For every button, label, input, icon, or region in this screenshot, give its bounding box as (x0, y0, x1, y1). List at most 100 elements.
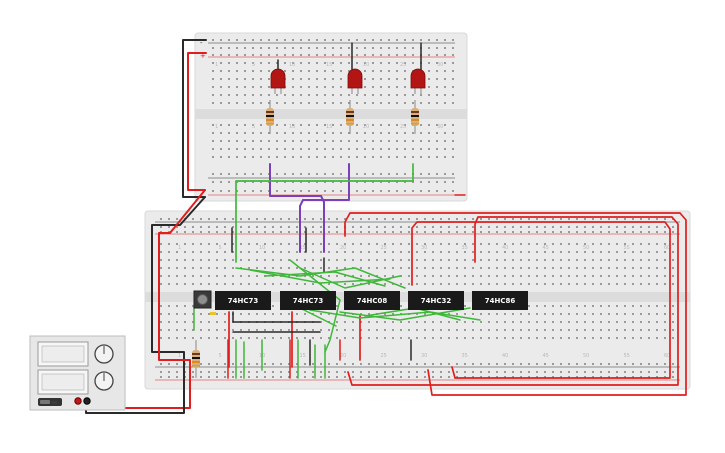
current-knob[interactable] (94, 371, 114, 391)
breadboard-hole (504, 283, 506, 285)
breadboard-hole (332, 190, 334, 192)
breadboard-hole (496, 313, 498, 315)
power-supply[interactable]: ON (29, 335, 126, 411)
breadboard-hole (328, 226, 330, 228)
resistor-2[interactable] (346, 100, 354, 134)
breadboard-hole (392, 259, 394, 261)
breadboard-hole (336, 371, 338, 373)
breadboard-hole (392, 243, 394, 245)
breadboard-hole (276, 54, 278, 56)
breadboard-hole (664, 231, 666, 233)
breadboard-hole (576, 243, 578, 245)
breadboard-hole (544, 313, 546, 315)
breadboard-hole (496, 371, 498, 373)
breadboard-hole (452, 47, 454, 49)
breadboard-hole (648, 283, 650, 285)
chip-74hc08[interactable]: 74HC08 (344, 291, 400, 310)
breadboard-hole (176, 329, 178, 331)
breadboard-hole (520, 313, 522, 315)
breadboard-hole (544, 321, 546, 323)
top-rail-minus-sign: - (200, 39, 203, 47)
breadboard-hole (212, 62, 214, 64)
breadboard-hole (268, 156, 270, 158)
breadboard-hole (504, 226, 506, 228)
positive-terminal[interactable] (74, 397, 82, 405)
breadboard-hole (640, 251, 642, 253)
breadboard-hole (380, 62, 382, 64)
breadboard-hole (228, 39, 230, 41)
breadboard-hole (344, 321, 346, 323)
breadboard-hole (584, 218, 586, 220)
breadboard-hole (560, 259, 562, 261)
breadboard-hole (332, 140, 334, 142)
breadboard-hole (428, 94, 430, 96)
breadboard-hole (552, 313, 554, 315)
breadboard-hole (576, 305, 578, 307)
breadboard-hole (288, 259, 290, 261)
breadboard-hole (440, 267, 442, 269)
breadboard-hole (368, 267, 370, 269)
breadboard-hole (672, 321, 674, 323)
breadboard-hole (584, 313, 586, 315)
breadboard-hole (656, 243, 658, 245)
breadboard-hole (324, 181, 326, 183)
breadboard-hole (568, 283, 570, 285)
breadboard-hole (608, 329, 610, 331)
breadboard-hole (452, 62, 454, 64)
breadboard-hole (440, 259, 442, 261)
breadboard-hole (332, 148, 334, 150)
voltage-knob[interactable] (94, 344, 114, 364)
breadboard-hole (632, 243, 634, 245)
breadboard-hole (448, 218, 450, 220)
chip-74hc73-2[interactable]: 74HC73 (280, 291, 336, 310)
resistor-3[interactable] (411, 100, 419, 134)
breadboard-hole (212, 47, 214, 49)
resistor-1[interactable] (266, 100, 274, 134)
resistor-pulldown[interactable] (192, 340, 200, 378)
led-1[interactable] (270, 68, 286, 94)
breadboard-hole (288, 226, 290, 228)
red-wire-big-loop-3 (411, 221, 671, 379)
breadboard-hole (448, 259, 450, 261)
breadboard-hole (444, 181, 446, 183)
breadboard-hole (568, 376, 570, 378)
negative-terminal[interactable] (83, 397, 91, 405)
breadboard-hole (248, 226, 250, 228)
red-wire-top-rail-left (187, 52, 207, 191)
breadboard-hole (464, 251, 466, 253)
breadboard-hole (592, 376, 594, 378)
power-switch[interactable]: ON (38, 398, 62, 406)
breadboard-hole (364, 86, 366, 88)
breadboard-hole (212, 70, 214, 72)
breadboard-hole (276, 173, 278, 175)
chip-74hc86[interactable]: 74HC86 (472, 291, 528, 310)
led-3[interactable] (410, 68, 426, 94)
chip-74hc32[interactable]: 74HC32 (408, 291, 464, 310)
pushbutton[interactable] (193, 290, 216, 315)
breadboard-hole (400, 267, 402, 269)
breadboard-hole (360, 329, 362, 331)
breadboard-hole (512, 321, 514, 323)
breadboard-hole (392, 251, 394, 253)
breadboard-hole (520, 251, 522, 253)
breadboard-hole (280, 337, 282, 339)
breadboard-hole (376, 371, 378, 373)
wires[interactable] (77, 39, 687, 414)
breadboard-hole (424, 321, 426, 323)
chip-74hc73-1[interactable]: 74HC73 (215, 291, 271, 310)
breadboard-hole (284, 140, 286, 142)
breadboard-hole (184, 267, 186, 269)
breadboard-hole (608, 267, 610, 269)
red-wire-big-loop-1 (344, 212, 687, 396)
breadboard-hole (260, 62, 262, 64)
breadboard-hole (160, 243, 162, 245)
breadboard-hole (412, 94, 414, 96)
column-number: 35 (462, 353, 468, 359)
breadboard-hole (576, 376, 578, 378)
breadboard-hole (592, 363, 594, 365)
led-2[interactable] (347, 68, 363, 94)
breadboard-hole (376, 259, 378, 261)
breadboard-hole (248, 231, 250, 233)
